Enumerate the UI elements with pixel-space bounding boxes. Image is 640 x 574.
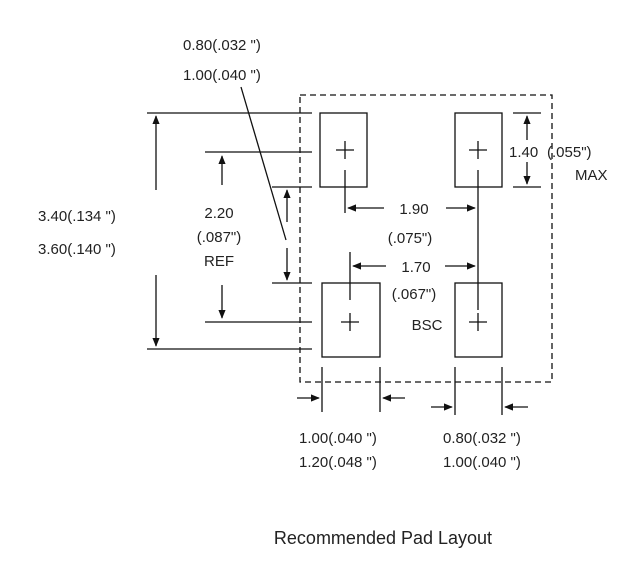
label-pad-width-right-inch: (.055") <box>547 144 592 161</box>
label-overall-height-top: 3.40(.134 ") <box>38 208 116 225</box>
label-pad-pitch-inch: (.087") <box>197 229 242 246</box>
label-pad-length-top: 0.80(.032 ") <box>183 37 261 54</box>
label-inner-spacing-note: BSC <box>412 317 443 334</box>
label-pad-width-right-note: MAX <box>575 167 608 184</box>
label-bottom-right-top: 0.80(.032 ") <box>443 430 521 447</box>
cross-bottom-right <box>469 313 487 331</box>
label-overall-height-bottom: 3.60(.140 ") <box>38 241 116 258</box>
cross-bottom-left <box>341 313 359 331</box>
label-bottom-left-bottom: 1.20(.048 ") <box>299 454 377 471</box>
label-center-spacing-inch: (.075") <box>388 230 433 247</box>
package-outline <box>299 94 553 383</box>
pad-top-left <box>319 112 368 188</box>
label-inner-spacing-inch: (.067") <box>392 286 437 303</box>
label-pad-width-right-value: 1.40 <box>509 144 538 161</box>
label-bottom-right-bottom: 1.00(.040 ") <box>443 454 521 471</box>
figure-caption: Recommended Pad Layout <box>274 528 492 548</box>
label-pad-length-bottom: 1.00(.040 ") <box>183 67 261 84</box>
label-bottom-left-top: 1.00(.040 ") <box>299 430 377 447</box>
cross-top-right <box>469 141 487 159</box>
label-center-spacing-value: 1.90 <box>399 201 428 218</box>
label-inner-spacing-value: 1.70 <box>401 259 430 276</box>
pad-bottom-left <box>321 282 381 358</box>
label-pad-pitch-value: 2.20 <box>204 205 233 222</box>
cross-top-left <box>336 141 354 159</box>
label-pad-pitch-note: REF <box>204 253 234 270</box>
